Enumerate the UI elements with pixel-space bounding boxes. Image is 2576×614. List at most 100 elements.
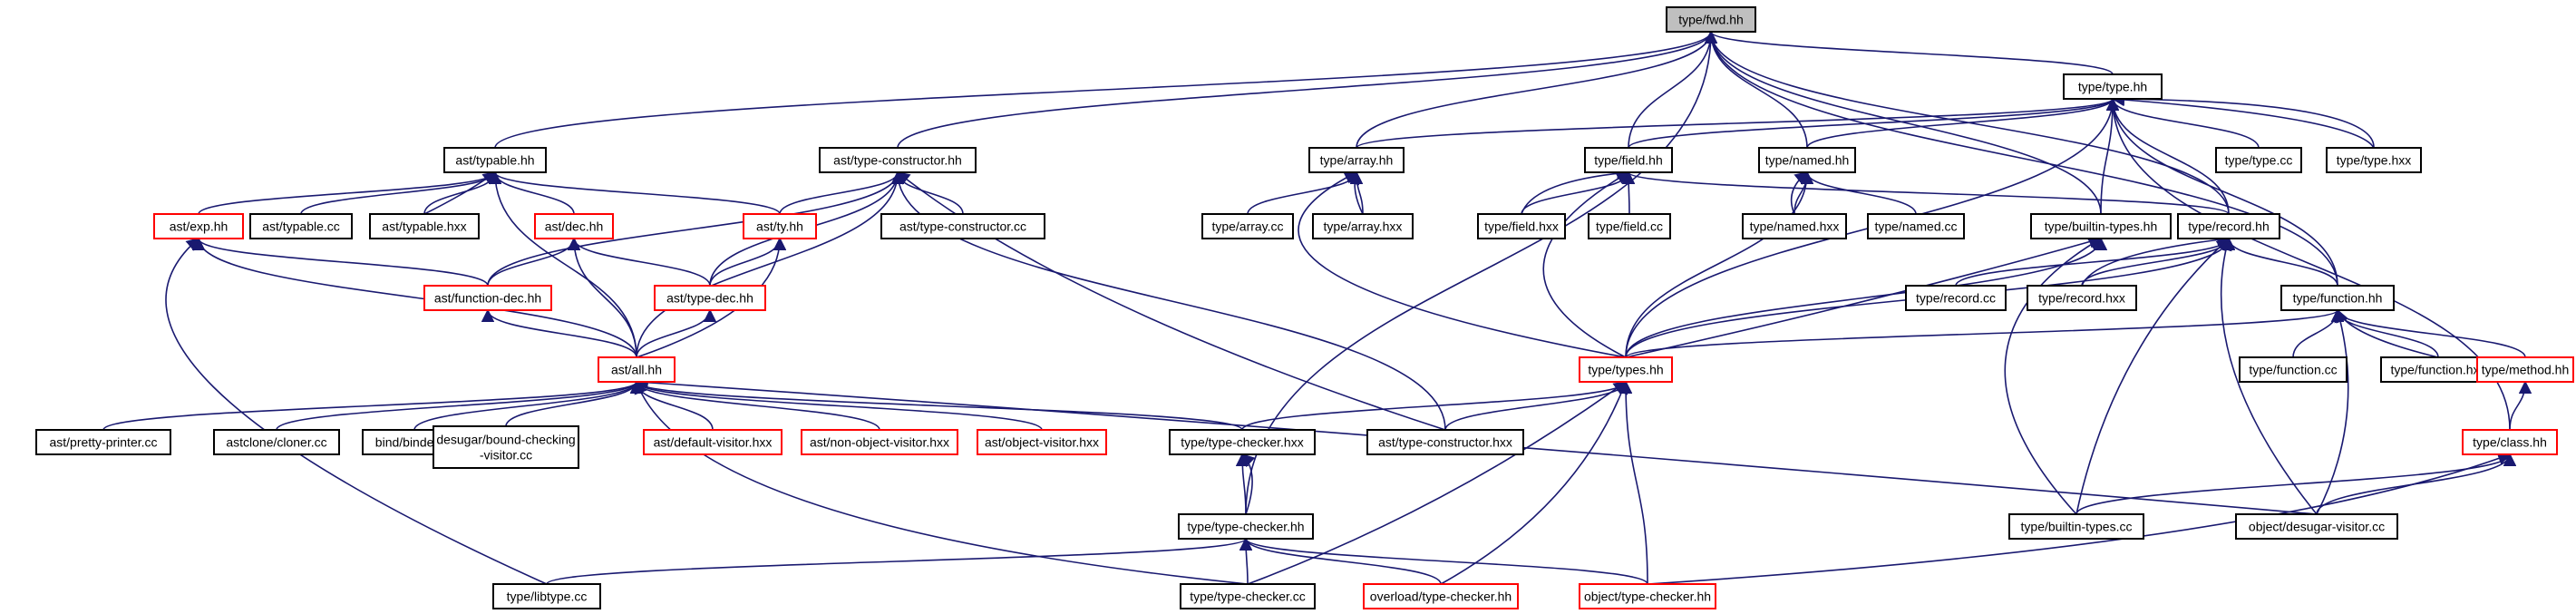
node-label: -visitor.cc bbox=[480, 448, 532, 463]
node-label: object/desugar-visitor.cc bbox=[2249, 520, 2385, 534]
node-label: type/libtype.cc bbox=[507, 590, 588, 604]
node-builtincc[interactable]: type/builtin-types.cc bbox=[2008, 513, 2144, 540]
edge-typedec-to-tyhh bbox=[709, 237, 787, 287]
node-label: type/named.hxx bbox=[1750, 219, 1840, 234]
edge-fieldhh-to-fwd bbox=[1628, 30, 1718, 149]
node-recordhxx[interactable]: type/record.hxx bbox=[2027, 285, 2137, 311]
node-tyconscc[interactable]: ast/type-constructor.cc bbox=[880, 213, 1045, 239]
node-tyhh[interactable]: ast/ty.hh bbox=[743, 213, 817, 239]
edge-objdesugar-to-functionhh bbox=[2316, 308, 2349, 515]
node-label: ast/type-constructor.cc bbox=[899, 219, 1026, 234]
edge-objdesugar-to-recordhh bbox=[2219, 237, 2318, 515]
node-recordhh[interactable]: type/record.hh bbox=[2177, 213, 2280, 239]
edge-builtinhh-to-typehh bbox=[2100, 97, 2120, 215]
node-funcdec[interactable]: ast/function-dec.hh bbox=[423, 285, 552, 311]
node-namedhh[interactable]: type/named.hh bbox=[1758, 147, 1856, 173]
node-dechh[interactable]: ast/dec.hh bbox=[534, 213, 614, 239]
edge-ovltchk-to-typeshh bbox=[1440, 380, 1628, 585]
edge-typehh-to-fwd bbox=[1705, 30, 2114, 75]
node-tycons[interactable]: ast/type-constructor.hh bbox=[819, 147, 977, 173]
node-objtchk[interactable]: object/type-checker.hh bbox=[1579, 583, 1716, 609]
node-typable[interactable]: ast/typable.hh bbox=[443, 147, 547, 173]
edge-typeshh-to-functionhh bbox=[1625, 308, 2344, 358]
node-typablehxx[interactable]: ast/typable.hxx bbox=[369, 213, 480, 239]
node-label: ast/function-dec.hh bbox=[434, 291, 541, 306]
edge-typedec-to-dechh bbox=[567, 237, 711, 287]
node-label: ast/default-visitor.hxx bbox=[654, 435, 773, 450]
edge-builtincc-to-classhh bbox=[2075, 453, 2517, 515]
node-label: type/method.hh bbox=[2482, 363, 2570, 377]
edge-libtype-to-exphh bbox=[165, 238, 548, 585]
node-pretty[interactable]: ast/pretty-printer.cc bbox=[35, 429, 171, 455]
edge-typehxx-to-typehh bbox=[2111, 92, 2375, 149]
node-desugarbc[interactable]: desugar/bound-checking-visitor.cc bbox=[433, 425, 579, 469]
node-label: type/builtin-types.cc bbox=[2021, 520, 2133, 534]
node-label: type/field.hxx bbox=[1484, 219, 1559, 234]
node-label: type/function.cc bbox=[2249, 363, 2337, 377]
node-functioncc[interactable]: type/function.cc bbox=[2239, 356, 2348, 383]
node-label: ast/exp.hh bbox=[170, 219, 228, 234]
node-methodhh[interactable]: type/method.hh bbox=[2476, 356, 2574, 383]
edge-fieldcc-to-fieldhh bbox=[1621, 171, 1636, 215]
node-classhh[interactable]: type/class.hh bbox=[2462, 429, 2558, 455]
node-arrayhh[interactable]: type/array.hh bbox=[1308, 147, 1405, 173]
edge-typecc-to-typehh bbox=[2105, 97, 2260, 149]
node-tchkhh[interactable]: type/type-checker.hh bbox=[1178, 513, 1314, 540]
node-typehxx[interactable]: type/type.hxx bbox=[2326, 147, 2422, 173]
node-label: astclone/cloner.cc bbox=[226, 435, 326, 450]
edge-cloner-to-allhh bbox=[276, 380, 644, 431]
edge-allhh-to-dechh bbox=[567, 237, 637, 358]
node-libtype[interactable]: type/libtype.cc bbox=[492, 583, 601, 609]
node-label: ast/dec.hh bbox=[545, 219, 604, 234]
node-tchkcc[interactable]: type/type-checker.cc bbox=[1180, 583, 1316, 609]
node-label: type/record.hxx bbox=[2038, 291, 2125, 306]
node-ovltchk[interactable]: overload/type-checker.hh bbox=[1363, 583, 1519, 609]
edge-tchkhxx-to-allhh bbox=[630, 380, 1243, 431]
node-fwd[interactable]: type/fwd.hh bbox=[1666, 6, 1756, 33]
edge-arrayhh-to-typehh bbox=[1356, 97, 2119, 149]
edge-ovltchk-to-tchkhh bbox=[1239, 537, 1442, 585]
node-functionhh[interactable]: type/function.hh bbox=[2280, 285, 2395, 311]
edge-classhh-to-methodhh bbox=[2509, 380, 2532, 431]
edge-tchkcc-to-allhh bbox=[634, 380, 1249, 585]
node-arrayhxx[interactable]: type/array.hxx bbox=[1312, 213, 1414, 239]
edge-tyhh-to-typable bbox=[488, 171, 781, 215]
node-defvisit[interactable]: ast/default-visitor.hxx bbox=[643, 429, 783, 455]
edge-tycons-to-fwd bbox=[897, 30, 1718, 149]
edge-typeshh-to-namedhh bbox=[1625, 171, 1814, 358]
node-builtinhh[interactable]: type/builtin-types.hh bbox=[2030, 213, 2172, 239]
node-label: type/function.hh bbox=[2293, 291, 2383, 306]
edge-arrayhh-to-fwd bbox=[1356, 30, 1718, 149]
node-fieldhh[interactable]: type/field.hh bbox=[1584, 147, 1673, 173]
node-label: type/type.hxx bbox=[2337, 153, 2412, 168]
node-typablecc[interactable]: ast/typable.cc bbox=[249, 213, 353, 239]
node-cloner[interactable]: astclone/cloner.cc bbox=[213, 429, 340, 455]
node-namedhxx[interactable]: type/named.hxx bbox=[1742, 213, 1847, 239]
edge-funcdec-to-tycons bbox=[487, 171, 905, 287]
node-typecc[interactable]: type/type.cc bbox=[2215, 147, 2302, 173]
node-objvisit[interactable]: ast/object-visitor.hxx bbox=[977, 429, 1107, 455]
node-namedcc[interactable]: type/named.cc bbox=[1867, 213, 1965, 239]
node-typeshh[interactable]: type/types.hh bbox=[1579, 356, 1673, 383]
node-typehh[interactable]: type/type.hh bbox=[2063, 73, 2163, 100]
edge-pretty-to-allhh bbox=[102, 380, 643, 431]
node-nonobj[interactable]: ast/non-object-visitor.hxx bbox=[801, 429, 958, 455]
edge-recordhh-to-typehh bbox=[2105, 97, 2230, 215]
edge-functionhxx-to-functionhh bbox=[2330, 308, 2439, 358]
node-tchkhxx[interactable]: type/type-checker.hxx bbox=[1169, 429, 1316, 455]
node-fieldhxx[interactable]: type/field.hxx bbox=[1477, 213, 1566, 239]
node-label: type/type-checker.hxx bbox=[1181, 435, 1303, 450]
edge-allhh-to-tycons bbox=[636, 171, 905, 358]
edge-namedhh-to-typehh bbox=[1806, 97, 2120, 149]
edge-builtinhh-to-fwd bbox=[1704, 30, 2102, 215]
node-allhh[interactable]: ast/all.hh bbox=[598, 356, 676, 383]
node-typedec[interactable]: ast/type-dec.hh bbox=[654, 285, 766, 311]
node-tyconshxx[interactable]: ast/type-constructor.hxx bbox=[1366, 429, 1524, 455]
node-exphh[interactable]: ast/exp.hh bbox=[153, 213, 244, 239]
node-recordcc[interactable]: type/record.cc bbox=[1905, 285, 2007, 311]
node-label: type/types.hh bbox=[1588, 363, 1663, 377]
node-objdesugar[interactable]: object/desugar-visitor.cc bbox=[2235, 513, 2398, 540]
node-fieldcc[interactable]: type/field.cc bbox=[1588, 213, 1671, 239]
edge-tyconscc-to-tycons bbox=[890, 171, 964, 215]
node-arraycc[interactable]: type/array.cc bbox=[1201, 213, 1294, 239]
